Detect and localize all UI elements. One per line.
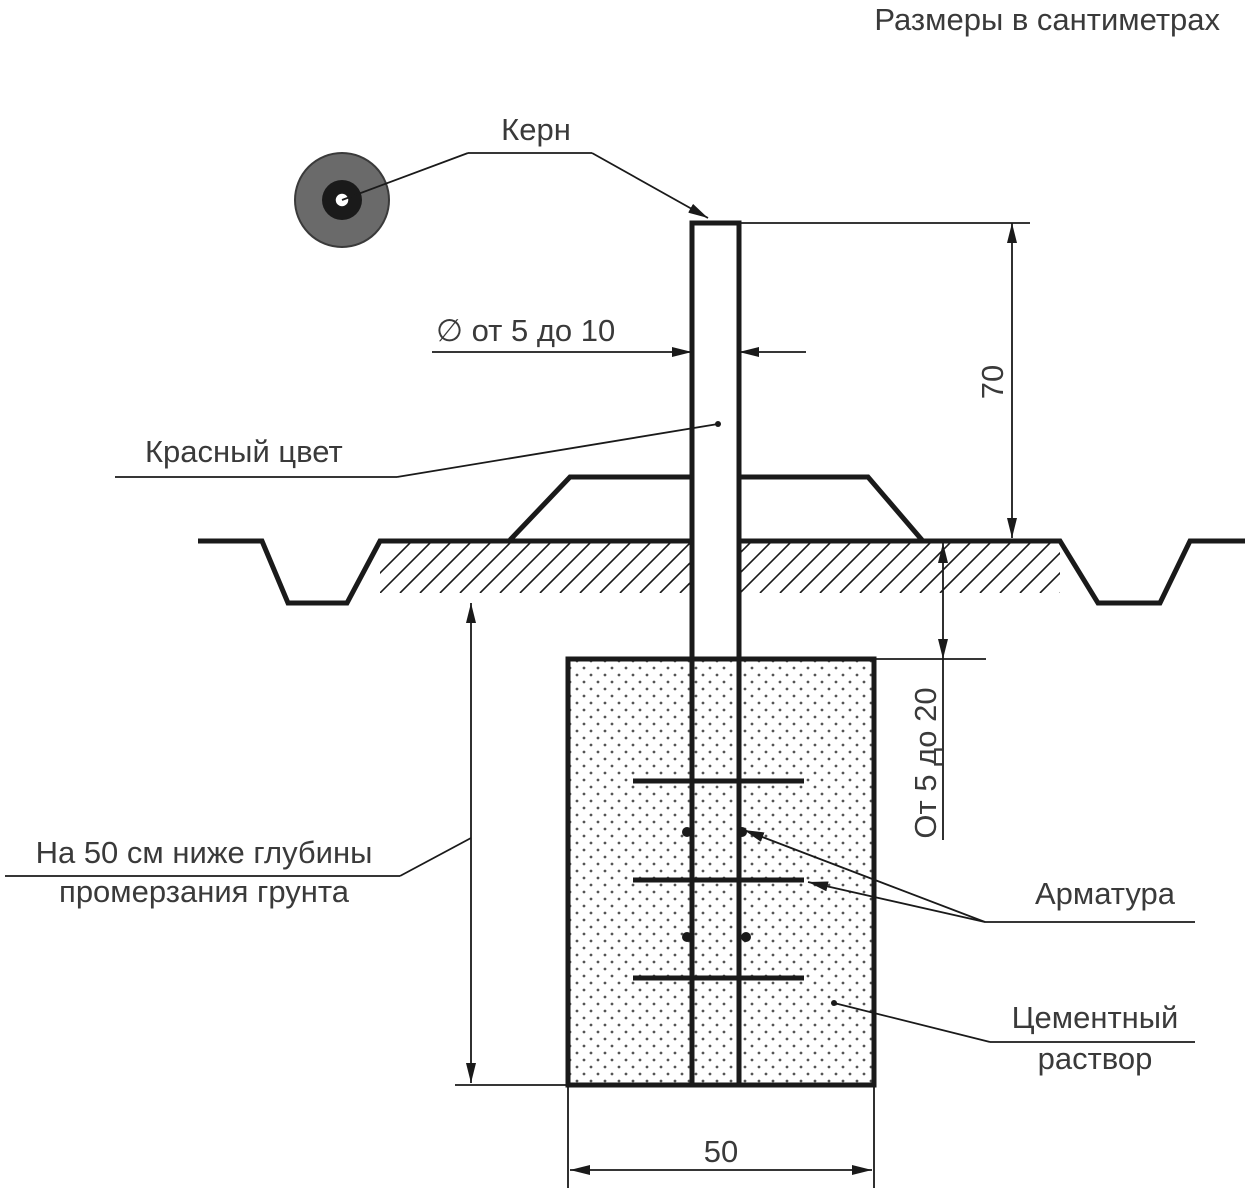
- hatch-line: [959, 543, 1012, 593]
- hatch-line: [1039, 571, 1060, 593]
- rebar-bars: [633, 778, 804, 981]
- cement-block: [565, 656, 877, 1088]
- red-color-callout: Красный цвет: [115, 421, 721, 478]
- top-depth-dimension: От 5 до 20: [876, 543, 986, 840]
- hatch-line: [439, 543, 492, 593]
- hatch-line: [579, 543, 632, 593]
- diameter-label: ∅ от 5 до 10: [436, 313, 615, 348]
- hatch-line: [1100, 541, 1152, 593]
- cement-callout: Цементный раствор: [831, 1000, 1195, 1076]
- hatch-line: [759, 543, 812, 593]
- hatch-line: [839, 543, 892, 593]
- hatch-line: [859, 543, 912, 593]
- top-depth-label: От 5 до 20: [908, 687, 943, 838]
- core-label: Керн: [501, 112, 571, 147]
- marker-top-view: [294, 152, 469, 248]
- depth-label-line1: На 50 см ниже глубины: [36, 835, 373, 870]
- hatch-line: [939, 543, 992, 593]
- hatch-line: [599, 543, 652, 593]
- rebar-callout: Арматура: [743, 829, 1195, 923]
- hatch-line: [519, 543, 572, 593]
- hatch-line: [559, 543, 612, 593]
- hatch-line: [619, 543, 672, 593]
- hatch-line: [539, 543, 592, 593]
- hatch-line: [399, 543, 452, 593]
- cement-label-line1: Цементный: [1012, 1000, 1179, 1035]
- hatch-line: [639, 543, 692, 593]
- hatch-line: [799, 543, 852, 593]
- rebar-label: Арматура: [1035, 876, 1176, 911]
- hatch-line: [779, 543, 832, 593]
- hatch-line: [380, 543, 432, 593]
- hatch-line: [899, 543, 952, 593]
- cement-label-line2: раствор: [1038, 1041, 1153, 1076]
- core-callout: Керн: [468, 112, 709, 219]
- soil-hatching: [380, 541, 1152, 593]
- hatch-line: [499, 543, 552, 593]
- hatch-line: [1019, 551, 1060, 593]
- hatch-line: [459, 543, 512, 593]
- hatch-line: [819, 543, 872, 593]
- hatch-line: [919, 543, 972, 593]
- height-dimension: 70: [741, 222, 1030, 538]
- hatch-line: [879, 543, 932, 593]
- hatch-line: [979, 543, 1032, 593]
- width-dimension: 50: [567, 1087, 875, 1188]
- hatch-line: [479, 543, 532, 593]
- units-note: Размеры в сантиметрах: [874, 2, 1220, 37]
- red-color-label: Красный цвет: [145, 434, 343, 469]
- hatch-line: [999, 543, 1052, 593]
- depth-label-line2: промерзания грунта: [59, 874, 350, 909]
- width-label: 50: [704, 1134, 738, 1169]
- hatch-line: [739, 543, 792, 593]
- hatch-line: [419, 543, 472, 593]
- height-label: 70: [975, 365, 1010, 399]
- diameter-dimension: ∅ от 5 до 10: [432, 313, 806, 357]
- hatch-line: [380, 543, 412, 575]
- depth-dimension: На 50 см ниже глубины промерзания грунта: [5, 603, 568, 1086]
